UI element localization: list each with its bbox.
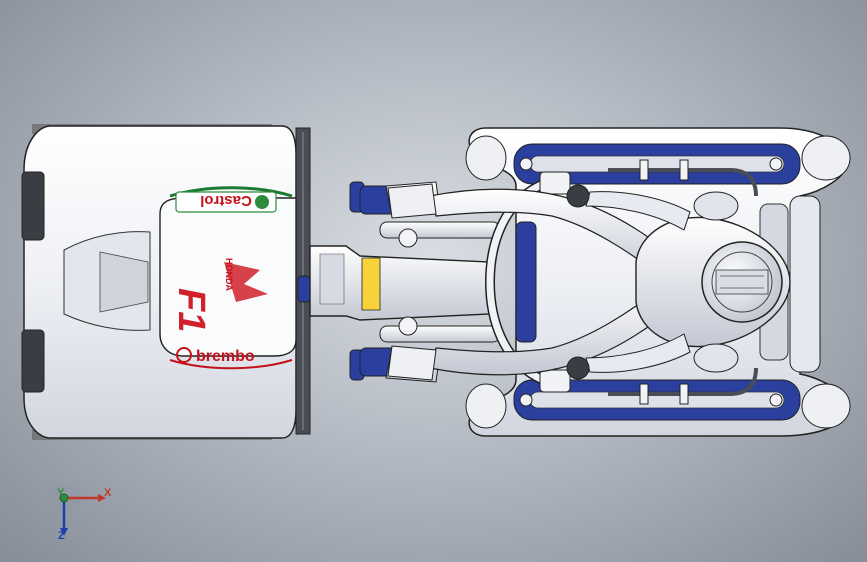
honda-text: HONDA [224, 258, 234, 291]
z-axis-label: Z [58, 530, 65, 542]
f1-honda-decal: F1 HONDA [170, 258, 268, 332]
x-axis-label: X [104, 487, 112, 499]
f1-badge-text: F1 [170, 288, 212, 332]
rear-body-pod [21, 124, 311, 440]
y-axis-label: Y [57, 487, 65, 499]
castrol-decal: Castrol [175, 191, 277, 213]
helmet [701, 241, 783, 323]
brembo-decal: brembo [176, 347, 255, 365]
chassis-spine [297, 221, 501, 343]
castrol-text: Castrol [200, 192, 252, 209]
brembo-text: brembo [196, 348, 255, 365]
coordinate-triad-icon [46, 484, 106, 536]
